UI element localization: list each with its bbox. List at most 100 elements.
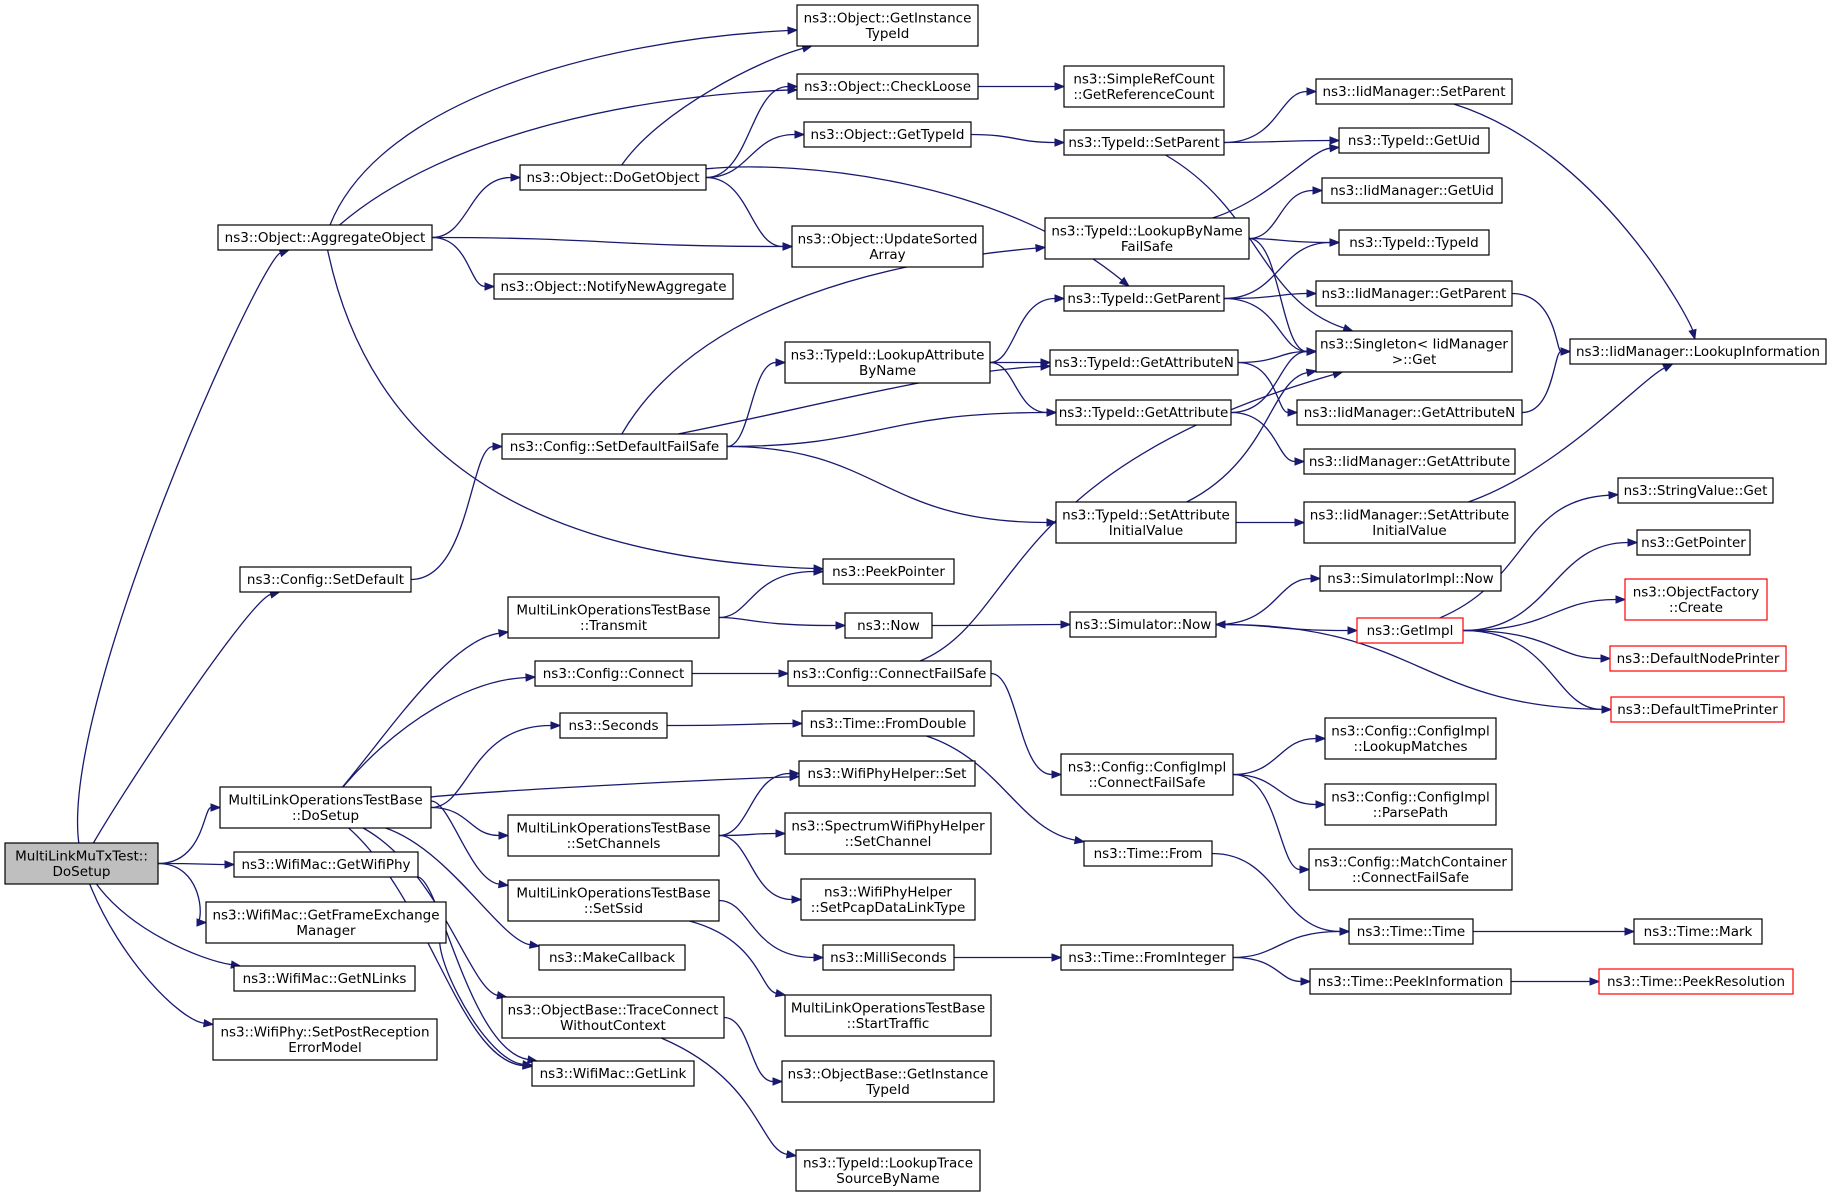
node-iidgetparent[interactable]: ns3::IidManager::GetParent [1315, 280, 1513, 307]
edge-line [417, 876, 529, 1061]
node-iidgetattr[interactable]: ns3::IidManager::GetAttribute [1303, 448, 1516, 475]
node-notifyagg[interactable]: ns3::Object::NotifyNewAggregate [493, 273, 734, 300]
node-now[interactable]: ns3::Now [844, 612, 933, 639]
node-timefrom[interactable]: ns3::Time::From [1083, 840, 1213, 867]
node-label: ns3::Time::PeekResolution [1607, 974, 1785, 990]
node-label: ::SetSsid [584, 901, 643, 917]
node-box [787, 660, 992, 687]
edge-arrowhead [1315, 734, 1327, 743]
node-iidgetattrn[interactable]: ns3::IidManager::GetAttributeN [1296, 399, 1523, 426]
node-box [1598, 968, 1794, 995]
node-label: ns3::Config::ConfigImpl [1331, 789, 1489, 805]
node-stringvalueget[interactable]: ns3::StringValue::Get [1617, 477, 1774, 504]
node-ttypeid[interactable]: ns3::TypeId::TypeId [1338, 229, 1490, 256]
node-tsetparent[interactable]: ns3::TypeId::SetParent [1063, 129, 1225, 156]
edge-arrowhead [813, 953, 825, 962]
node-mlo_dosetup[interactable]: MultiLinkOperationsTestBase::DoSetup [219, 786, 432, 829]
node-matchcontainer[interactable]: ns3::Config::MatchContainer::ConnectFail… [1308, 848, 1513, 891]
node-fromint[interactable]: ns3::Time::FromInteger [1060, 944, 1234, 971]
node-setdefaultfs[interactable]: ns3::Config::SetDefaultFailSafe [501, 433, 728, 460]
edge-lookupbyname-to-iidgetuid [1248, 186, 1324, 240]
node-iidlookupinfo[interactable]: ns3::IidManager::LookupInformation [1569, 338, 1827, 365]
node-traceconnect[interactable]: ns3::ObjectBase::TraceConnectWithoutCont… [501, 996, 725, 1039]
node-doget[interactable]: ns3::Object::DoGetObject [519, 164, 707, 191]
node-label: ns3::Object::GetTypeId [811, 127, 965, 143]
edge-doget-to-updatesorted [705, 176, 794, 251]
node-peekpointer[interactable]: ns3::PeekPointer [822, 558, 955, 585]
node-defnodeprinter[interactable]: ns3::DefaultNodePrinter [1609, 645, 1787, 672]
edge-arrowhead [1688, 328, 1697, 341]
edge-arrowhead [1054, 82, 1066, 91]
node-iidsetparent[interactable]: ns3::IidManager::SetParent [1315, 78, 1513, 105]
edge-line [970, 133, 1056, 144]
node-simnow[interactable]: ns3::Simulator::Now [1069, 611, 1217, 638]
node-gettypeid[interactable]: ns3::Object::GetTypeId [803, 121, 972, 148]
node-getnlinks[interactable]: ns3::WifiMac::GetNLinks [233, 965, 416, 992]
edge-line [157, 862, 201, 924]
node-box [796, 73, 979, 100]
node-label: ns3::Time::Mark [1644, 924, 1753, 940]
node-getpointer[interactable]: ns3::GetPointer [1636, 529, 1751, 556]
edge-setdefaultfs-to-lookupbyname [621, 243, 1047, 435]
node-getrefcount[interactable]: ns3::SimpleRefCount::GetReferenceCount [1063, 65, 1225, 108]
node-box [4, 842, 159, 885]
node-setdefault[interactable]: ns3::Config::SetDefault [239, 566, 412, 593]
node-peekinfo[interactable]: ns3::Time::PeekInformation [1309, 968, 1512, 995]
node-setssid[interactable]: MultiLinkOperationsTestBase::SetSsid [507, 879, 720, 922]
node-objfactory[interactable]: ns3::ObjectFactory::Create [1624, 578, 1768, 621]
node-label: InitialValue [1109, 523, 1183, 539]
node-peekres[interactable]: ns3::Time::PeekResolution [1598, 968, 1794, 995]
node-simimplnow[interactable]: ns3::SimulatorImpl::Now [1319, 565, 1502, 592]
edge-cfgimplconnect-to-lookupmatches [1232, 734, 1327, 776]
node-box [796, 4, 979, 47]
node-getwifiphy[interactable]: ns3::WifiMac::GetWifiPhy [233, 851, 419, 878]
node-parsepath[interactable]: ns3::Config::ConfigImpl::ParsePath [1324, 783, 1497, 826]
edge-line [95, 883, 232, 966]
node-connect[interactable]: ns3::Config::Connect [534, 660, 693, 687]
node-iidgetuid[interactable]: ns3::IidManager::GetUid [1321, 177, 1503, 204]
edge-arrowhead [1051, 953, 1063, 962]
node-deftimeprinter[interactable]: ns3::DefaultTimePrinter [1610, 696, 1785, 723]
node-transmit[interactable]: MultiLinkOperationsTestBase::Transmit [507, 596, 720, 639]
node-getlink[interactable]: ns3::WifiMac::GetLink [531, 1060, 695, 1087]
node-singleton[interactable]: ns3::Singleton< IidManager>::Get [1315, 330, 1513, 373]
node-root[interactable]: MultiLinkMuTxTest::DoSetup [4, 842, 159, 885]
edge-line [1468, 367, 1665, 503]
node-tgetparent[interactable]: ns3::TypeId::GetParent [1063, 285, 1225, 312]
node-setpcap[interactable]: ns3::WifiPhyHelper::SetPcapDataLinkType [800, 878, 976, 921]
node-tgetattrn[interactable]: ns3::TypeId::GetAttributeN [1049, 349, 1239, 376]
node-iidsetattrinit[interactable]: ns3::IidManager::SetAttributeInitialValu… [1303, 501, 1516, 544]
node-timemark[interactable]: ns3::Time::Mark [1633, 918, 1763, 945]
node-getimpl[interactable]: ns3::GetImpl [1356, 617, 1464, 644]
node-tgetattr[interactable]: ns3::TypeId::GetAttribute [1055, 399, 1232, 426]
node-seconds[interactable]: ns3::Seconds [559, 712, 668, 739]
node-lookupmatches[interactable]: ns3::Config::ConfigImpl::LookupMatches [1324, 717, 1497, 760]
node-swphsetchannel[interactable]: ns3::SpectrumWifiPhyHelper::SetChannel [784, 812, 992, 855]
node-milliseconds[interactable]: ns3::MilliSeconds [822, 944, 955, 971]
edge-tsetparent-to-tgetuid [1223, 136, 1341, 145]
node-wphset[interactable]: ns3::WifiPhyHelper::Set [798, 760, 976, 787]
edge-transmit-to-peekpointer [718, 567, 825, 619]
node-fromdouble[interactable]: ns3::Time::FromDouble [801, 710, 975, 737]
node-starttraffic[interactable]: MultiLinkOperationsTestBase::StartTraffi… [784, 994, 992, 1037]
node-label: DoSetup [53, 864, 111, 880]
node-connectfs[interactable]: ns3::Config::ConnectFailSafe [787, 660, 992, 687]
node-setchannels[interactable]: MultiLinkOperationsTestBase::SetChannels [507, 814, 720, 857]
node-timetime[interactable]: ns3::Time::Time [1348, 918, 1474, 945]
node-tgetuid[interactable]: ns3::TypeId::GetUid [1338, 127, 1490, 154]
node-box [1609, 645, 1787, 672]
node-checkloose[interactable]: ns3::Object::CheckLoose [796, 73, 979, 100]
node-makecallback[interactable]: ns3::MakeCallback [538, 944, 686, 971]
node-box [531, 1060, 695, 1087]
node-cfgimplconnect[interactable]: ns3::Config::ConfigImpl::ConnectFailSafe [1060, 753, 1234, 796]
node-aggregate[interactable]: ns3::Object::AggregateObject [217, 224, 433, 251]
